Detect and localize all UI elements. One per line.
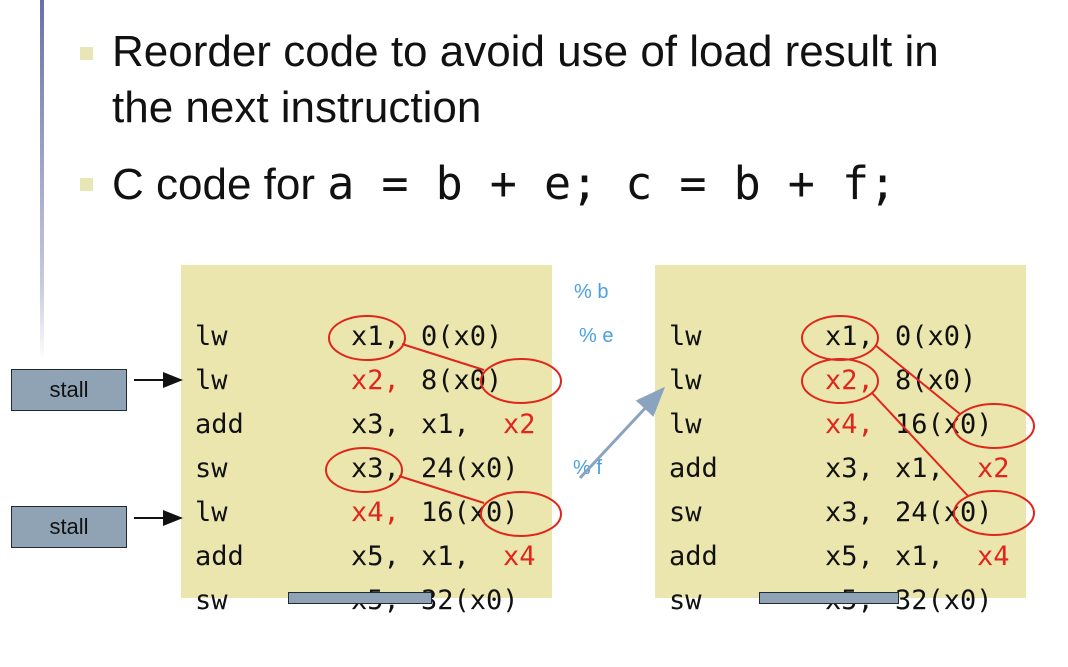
code-line: swx5,32(x0): [195, 585, 519, 616]
slide-left-rule: [40, 0, 44, 360]
code-line: swx5,32(x0): [669, 585, 993, 616]
bullet-2-prefix: C code for: [112, 160, 328, 209]
bullet-1-line-2: the next instruction: [112, 83, 482, 132]
bullet-marker: [80, 47, 93, 60]
bullet-marker: [80, 178, 93, 191]
stall-box: stall: [11, 506, 127, 548]
bullet-1-line-1: Reorder code to avoid use of load result…: [112, 27, 939, 76]
bullet-2: C code for a = b + e; c = b + f;: [112, 161, 896, 207]
stall-box: stall: [11, 369, 127, 411]
comment-e: % e: [579, 325, 614, 347]
comment-f: % f: [573, 457, 602, 479]
comment-b: % b: [574, 281, 609, 303]
cropped-box: [759, 592, 899, 604]
bullet-2-code: a = b + e; c = b + f;: [327, 157, 897, 210]
cropped-box: [288, 592, 432, 604]
